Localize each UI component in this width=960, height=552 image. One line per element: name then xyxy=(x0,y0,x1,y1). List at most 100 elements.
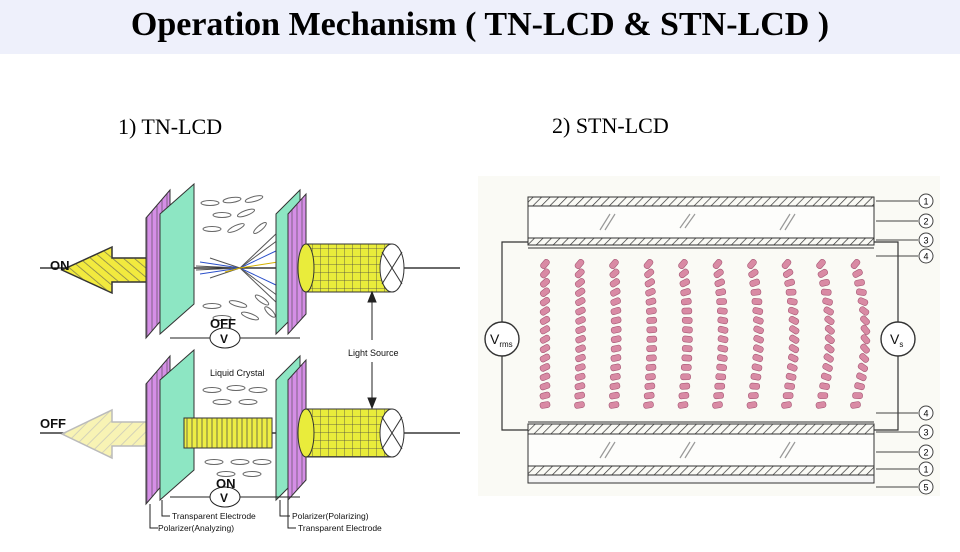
lc-molecule xyxy=(747,258,757,270)
stn-liquid-crystal-molecules xyxy=(539,258,871,409)
lc-molecule xyxy=(610,354,622,362)
lc-molecule xyxy=(787,306,799,316)
electrode-left xyxy=(159,182,195,336)
lc-molecule xyxy=(681,345,693,353)
lc-molecule xyxy=(575,316,586,325)
lc-molecule xyxy=(782,392,794,399)
lc-molecule xyxy=(645,297,657,306)
lc-molecule xyxy=(681,354,693,362)
lc-molecule xyxy=(609,278,621,288)
lc-molecule xyxy=(610,325,622,334)
lc-molecule xyxy=(608,401,620,409)
lc-molecule xyxy=(850,401,861,409)
lc-molecule xyxy=(574,401,585,409)
lc-molecule xyxy=(609,373,621,381)
lc-molecule xyxy=(610,297,621,306)
lc-molecule xyxy=(716,307,728,315)
light-source-top xyxy=(297,243,405,293)
lc-molecule xyxy=(785,372,797,381)
lc-molecule xyxy=(574,287,586,297)
lc-molecule xyxy=(816,258,826,270)
lc-molecule xyxy=(539,391,551,400)
polarizer-polarizing-label: Polarizer(Polarizing) xyxy=(292,511,369,521)
vrms-label: Vrms xyxy=(490,331,513,349)
lc-molecule xyxy=(610,344,622,353)
lc-molecule xyxy=(575,306,586,316)
light-source-pointer xyxy=(367,290,377,410)
lc-molecule xyxy=(539,382,551,391)
transparent-electrode-right-label: Transparent Electrode xyxy=(298,523,382,533)
lc-molecule xyxy=(714,278,726,288)
on-label: ON xyxy=(50,258,70,273)
lc-molecule xyxy=(610,335,622,344)
lc-molecule xyxy=(680,288,691,297)
vs-source xyxy=(880,321,916,357)
lc-molecule xyxy=(859,353,870,363)
lc-molecule xyxy=(824,343,835,354)
lc-molecule xyxy=(784,278,796,287)
lc-molecule xyxy=(860,334,871,345)
lc-molecule xyxy=(750,288,762,296)
lc-molecule xyxy=(712,258,723,270)
lc-molecule xyxy=(610,363,622,372)
callout-circle xyxy=(918,248,934,264)
lc-molecule xyxy=(789,334,800,344)
lc-molecule xyxy=(860,324,871,335)
lc-molecule xyxy=(714,382,726,390)
callout-circle xyxy=(918,232,934,248)
lc-molecule xyxy=(753,316,764,325)
lc-molecule xyxy=(539,372,551,381)
lc-molecule xyxy=(644,268,655,279)
lc-molecule xyxy=(539,344,551,354)
lc-molecule xyxy=(646,354,657,362)
lc-molecule xyxy=(822,297,833,306)
lc-molecule xyxy=(539,334,551,344)
lc-molecule xyxy=(574,372,586,381)
callout-circle xyxy=(918,213,934,229)
off-label: OFF xyxy=(40,416,66,431)
callout-number-bottom-2: 3 xyxy=(923,428,928,438)
lc-molecule xyxy=(782,268,794,278)
lc-molecule xyxy=(575,325,586,334)
lc-molecule xyxy=(817,268,829,278)
lc-molecule xyxy=(574,391,586,400)
lc-molecule xyxy=(788,344,800,354)
lc-molecule xyxy=(820,372,832,381)
liquid-crystal-label: Liquid Crystal xyxy=(210,368,265,378)
callout-number-top-3: 3 xyxy=(923,236,928,246)
lc-molecule xyxy=(823,353,834,363)
lc-molecule xyxy=(645,287,656,297)
callout-number-top-4: 4 xyxy=(923,252,928,262)
lc-molecule xyxy=(678,268,689,279)
lc-molecule xyxy=(752,353,764,363)
lc-molecule xyxy=(856,372,867,382)
lc-molecule xyxy=(643,258,654,270)
stn-bottom-reflector xyxy=(527,474,875,484)
lc-molecule xyxy=(574,363,586,372)
lc-molecule xyxy=(643,391,655,400)
callout-circle xyxy=(918,444,934,460)
callout-circle xyxy=(918,193,934,209)
lc-molecule xyxy=(824,315,835,326)
lc-molecule xyxy=(539,315,551,325)
lc-molecule xyxy=(746,401,758,409)
off-meter-v: V xyxy=(220,332,228,346)
lc-molecule xyxy=(540,268,550,279)
polarizer-analyzing-label: Polarizer(Analyzing) xyxy=(158,523,234,533)
stn-bottom-polarizer xyxy=(527,465,875,476)
lc-molecule xyxy=(852,268,863,278)
lc-molecule xyxy=(609,382,621,390)
twisted-liquid-crystal xyxy=(195,231,279,305)
lc-molecule xyxy=(823,306,834,316)
vrms-source xyxy=(484,321,520,357)
vs-label: Vs xyxy=(890,331,903,349)
stn-top-electrode xyxy=(527,237,875,246)
lc-molecule xyxy=(854,382,865,391)
lc-molecule xyxy=(680,373,691,381)
stn-circuit xyxy=(501,241,899,431)
lc-molecule xyxy=(856,288,867,296)
lc-molecule xyxy=(682,326,693,334)
lc-molecule xyxy=(854,279,865,287)
